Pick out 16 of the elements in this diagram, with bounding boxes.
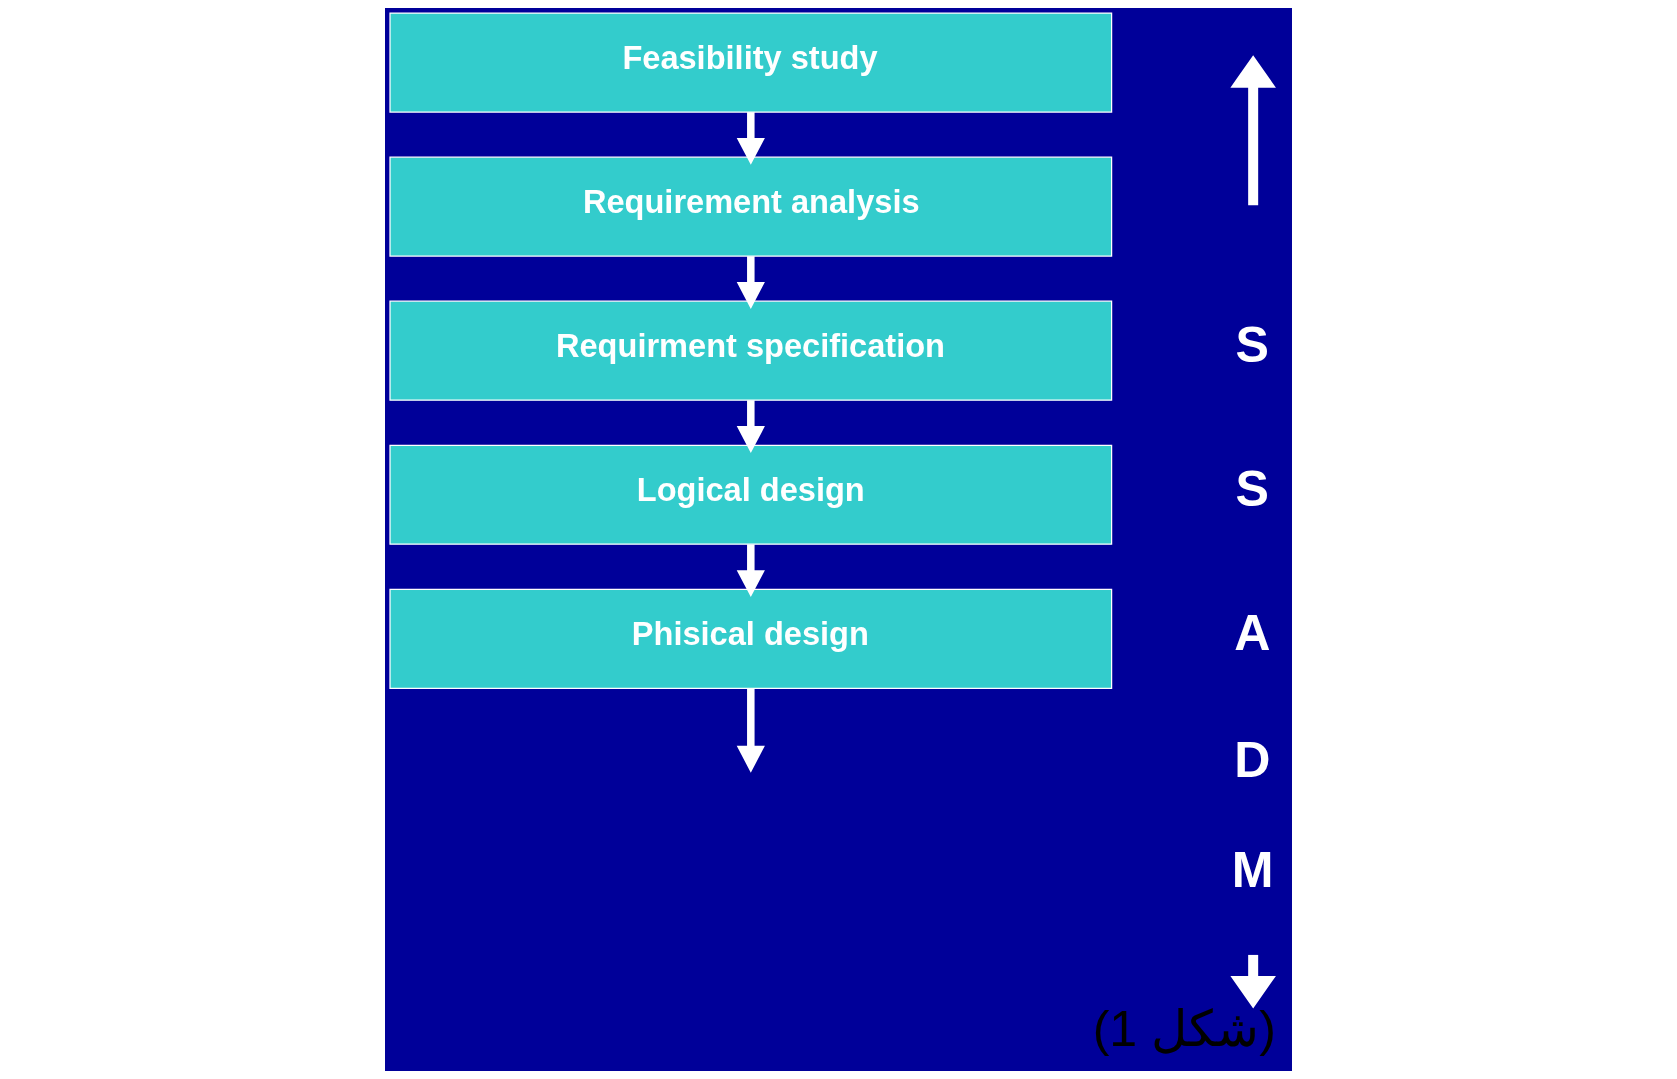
arrow bbox=[736, 400, 765, 453]
arrow bbox=[736, 544, 765, 598]
node-box: Requirment specification bbox=[389, 300, 1113, 401]
label: M bbox=[1231, 842, 1274, 899]
arrow bbox=[736, 112, 765, 165]
label: S bbox=[1235, 316, 1270, 373]
label: A bbox=[1234, 605, 1271, 662]
caption: (شكل 1) bbox=[1092, 1000, 1276, 1057]
arrow bbox=[736, 688, 765, 773]
label: D bbox=[1234, 732, 1271, 789]
node-box: Logical design bbox=[389, 444, 1113, 545]
node-box: Requirement analysis bbox=[389, 156, 1113, 257]
node-box: Phisical design bbox=[389, 588, 1113, 689]
arrow bbox=[736, 256, 765, 309]
node-box: Feasibility study bbox=[389, 12, 1113, 113]
label: S bbox=[1235, 461, 1270, 518]
